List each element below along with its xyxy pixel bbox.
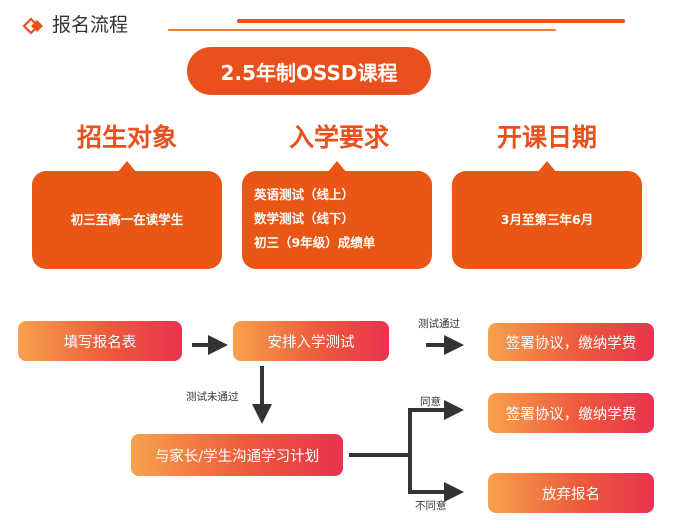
- label-disagree: 不同意: [415, 500, 447, 512]
- header-divider-top: [237, 19, 625, 23]
- step-fill-form: 填写报名表: [18, 321, 182, 361]
- start-date-text: 3月至第三年6月: [500, 212, 594, 227]
- diamond-icon: [22, 17, 43, 35]
- enrollment-text: 初三至高一在读学生: [70, 212, 184, 227]
- step-abandon: 放弃报名: [488, 473, 654, 513]
- section-title-start-date: 开课日期: [496, 123, 597, 152]
- course-title: 2.5年制OSSD课程: [187, 47, 431, 95]
- requirement-transcript: 初三（9年级）成绩单: [254, 235, 376, 250]
- section-title-requirements: 入学要求: [288, 123, 389, 152]
- enrollment-bubble: 初三至高一在读学生: [32, 161, 222, 269]
- step-sign-pay-agree: 签署协议，缴纳学费: [488, 393, 654, 433]
- step-sign-pay-pass: 签署协议，缴纳学费: [488, 323, 654, 361]
- label-test-pass: 测试通过: [418, 318, 460, 330]
- start-date-bubble: 3月至第三年6月: [452, 161, 642, 269]
- section-title-enrollment: 招生对象: [76, 123, 177, 152]
- step-arrange-test: 安排入学测试: [233, 321, 389, 361]
- requirement-math: 数学测试（线下）: [254, 211, 355, 226]
- label-test-fail: 测试未通过: [186, 391, 239, 403]
- step-communicate-plan: 与家长/学生沟通学习计划: [131, 434, 343, 476]
- requirement-english: 英语测试（线上）: [254, 187, 355, 202]
- label-agree: 同意: [420, 396, 441, 408]
- page-title: 报名流程: [52, 14, 129, 36]
- requirements-bubble: 英语测试（线上） 数学测试（线下） 初三（9年级）成绩单: [242, 161, 432, 269]
- header-divider-bottom: [168, 29, 556, 31]
